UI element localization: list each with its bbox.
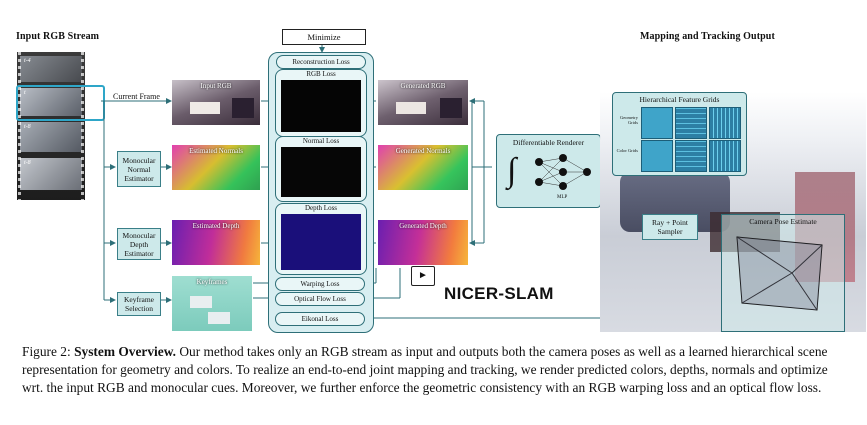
estimated-depth-panel: Estimated Depth <box>172 220 260 265</box>
rgb-loss-map <box>281 80 361 132</box>
feature-grids-title: Hierarchical Feature Grids <box>639 95 720 104</box>
geometry-grids-label: Geometry Grids <box>620 115 638 125</box>
geometry-grid-cube <box>641 107 673 139</box>
rgb-loss-group: RGB Loss <box>275 69 367 137</box>
normal-loss-group: Normal Loss <box>275 136 367 202</box>
estimated-normals-label: Estimated Normals <box>189 147 243 155</box>
input-rgb-label: Input RGB <box>200 82 232 90</box>
generated-rgb-label: Generated RGB <box>400 82 446 90</box>
current-frame-label: Current Frame <box>113 92 160 101</box>
depth-loss-label: Depth Loss <box>304 204 338 212</box>
frame-label: t-4 <box>24 58 31 64</box>
minimize-box: Minimize <box>282 29 366 45</box>
eikonal-loss: Eikonal Loss <box>275 312 365 326</box>
output-header: Mapping and Tracking Output <box>640 31 775 42</box>
method-name: NICER-SLAM <box>444 284 554 303</box>
reconstruction-loss: Reconstruction Loss <box>276 55 366 69</box>
depth-loss-map <box>281 214 361 270</box>
differentiable-renderer-box: Differentiable Renderer ∫ MLP <box>496 134 601 208</box>
renderer-title: Differentiable Renderer <box>512 138 585 147</box>
film-strip: t-4 t t-8 t-8 <box>17 52 85 200</box>
generated-depth-label: Generated Depth <box>399 222 447 230</box>
keyframe-selection-box: Keyframe Selection <box>117 292 161 316</box>
color-grid-cube <box>675 140 707 172</box>
estimated-depth-label: Estimated Depth <box>192 222 240 230</box>
figure-caption: Figure 2: System Overview. Our method ta… <box>22 343 848 397</box>
generated-depth-panel: Generated Depth <box>378 220 468 265</box>
feature-grids-box: Hierarchical Feature Grids Geometry Grid… <box>612 92 747 176</box>
color-grid-cube <box>709 140 741 172</box>
generated-normals-panel: Generated Normals <box>378 145 468 190</box>
estimated-normals-panel: Estimated Normals <box>172 145 260 190</box>
input-rgb-panel: Input RGB <box>172 80 260 125</box>
caption-title: System Overview. <box>74 344 176 359</box>
keyframes-label: Keyframes <box>196 278 228 286</box>
camera-pose-title: Camera Pose Estimate <box>749 217 817 226</box>
caption-prefix: Figure 2: <box>22 344 75 359</box>
color-grid-cube <box>641 140 673 172</box>
camera-frustum-icon <box>736 236 823 311</box>
generated-rgb-panel: Generated RGB <box>378 80 468 125</box>
mlp-label: MLP <box>557 195 568 200</box>
warping-loss: Warping Loss <box>275 277 365 291</box>
depth-loss-group: Depth Loss <box>275 203 367 275</box>
frame-label: t <box>24 90 26 96</box>
normal-loss-map <box>281 147 361 197</box>
normal-loss-label: Normal Loss <box>302 137 340 145</box>
camera-icon: ► <box>411 266 435 286</box>
geometry-grid-cube <box>709 107 741 139</box>
optical-flow-loss: Optical Flow Loss <box>275 292 365 306</box>
color-grids-label: Color Grids <box>616 148 638 153</box>
geometry-grid-cube <box>675 107 707 139</box>
integral-icon: ∫ <box>507 152 517 189</box>
frame-label: t-8 <box>24 160 31 166</box>
camera-pose-box: Camera Pose Estimate <box>721 214 845 332</box>
normal-estimator-box: Monocular Normal Estimator <box>117 151 161 187</box>
rgb-loss-label: RGB Loss <box>306 70 336 78</box>
mlp-network-icon <box>535 154 591 190</box>
input-stream-header: Input RGB Stream <box>16 31 100 42</box>
frame-label: t-8 <box>24 124 31 130</box>
caption-text: Our method takes only an RGB stream as i… <box>22 344 828 395</box>
keyframes-panel: Keyframes <box>172 276 252 331</box>
ray-point-sampler-box: Ray + Point Sampler <box>642 214 698 240</box>
depth-estimator-box: Monocular Depth Estimator <box>117 228 161 260</box>
generated-normals-label: Generated Normals <box>395 147 451 155</box>
